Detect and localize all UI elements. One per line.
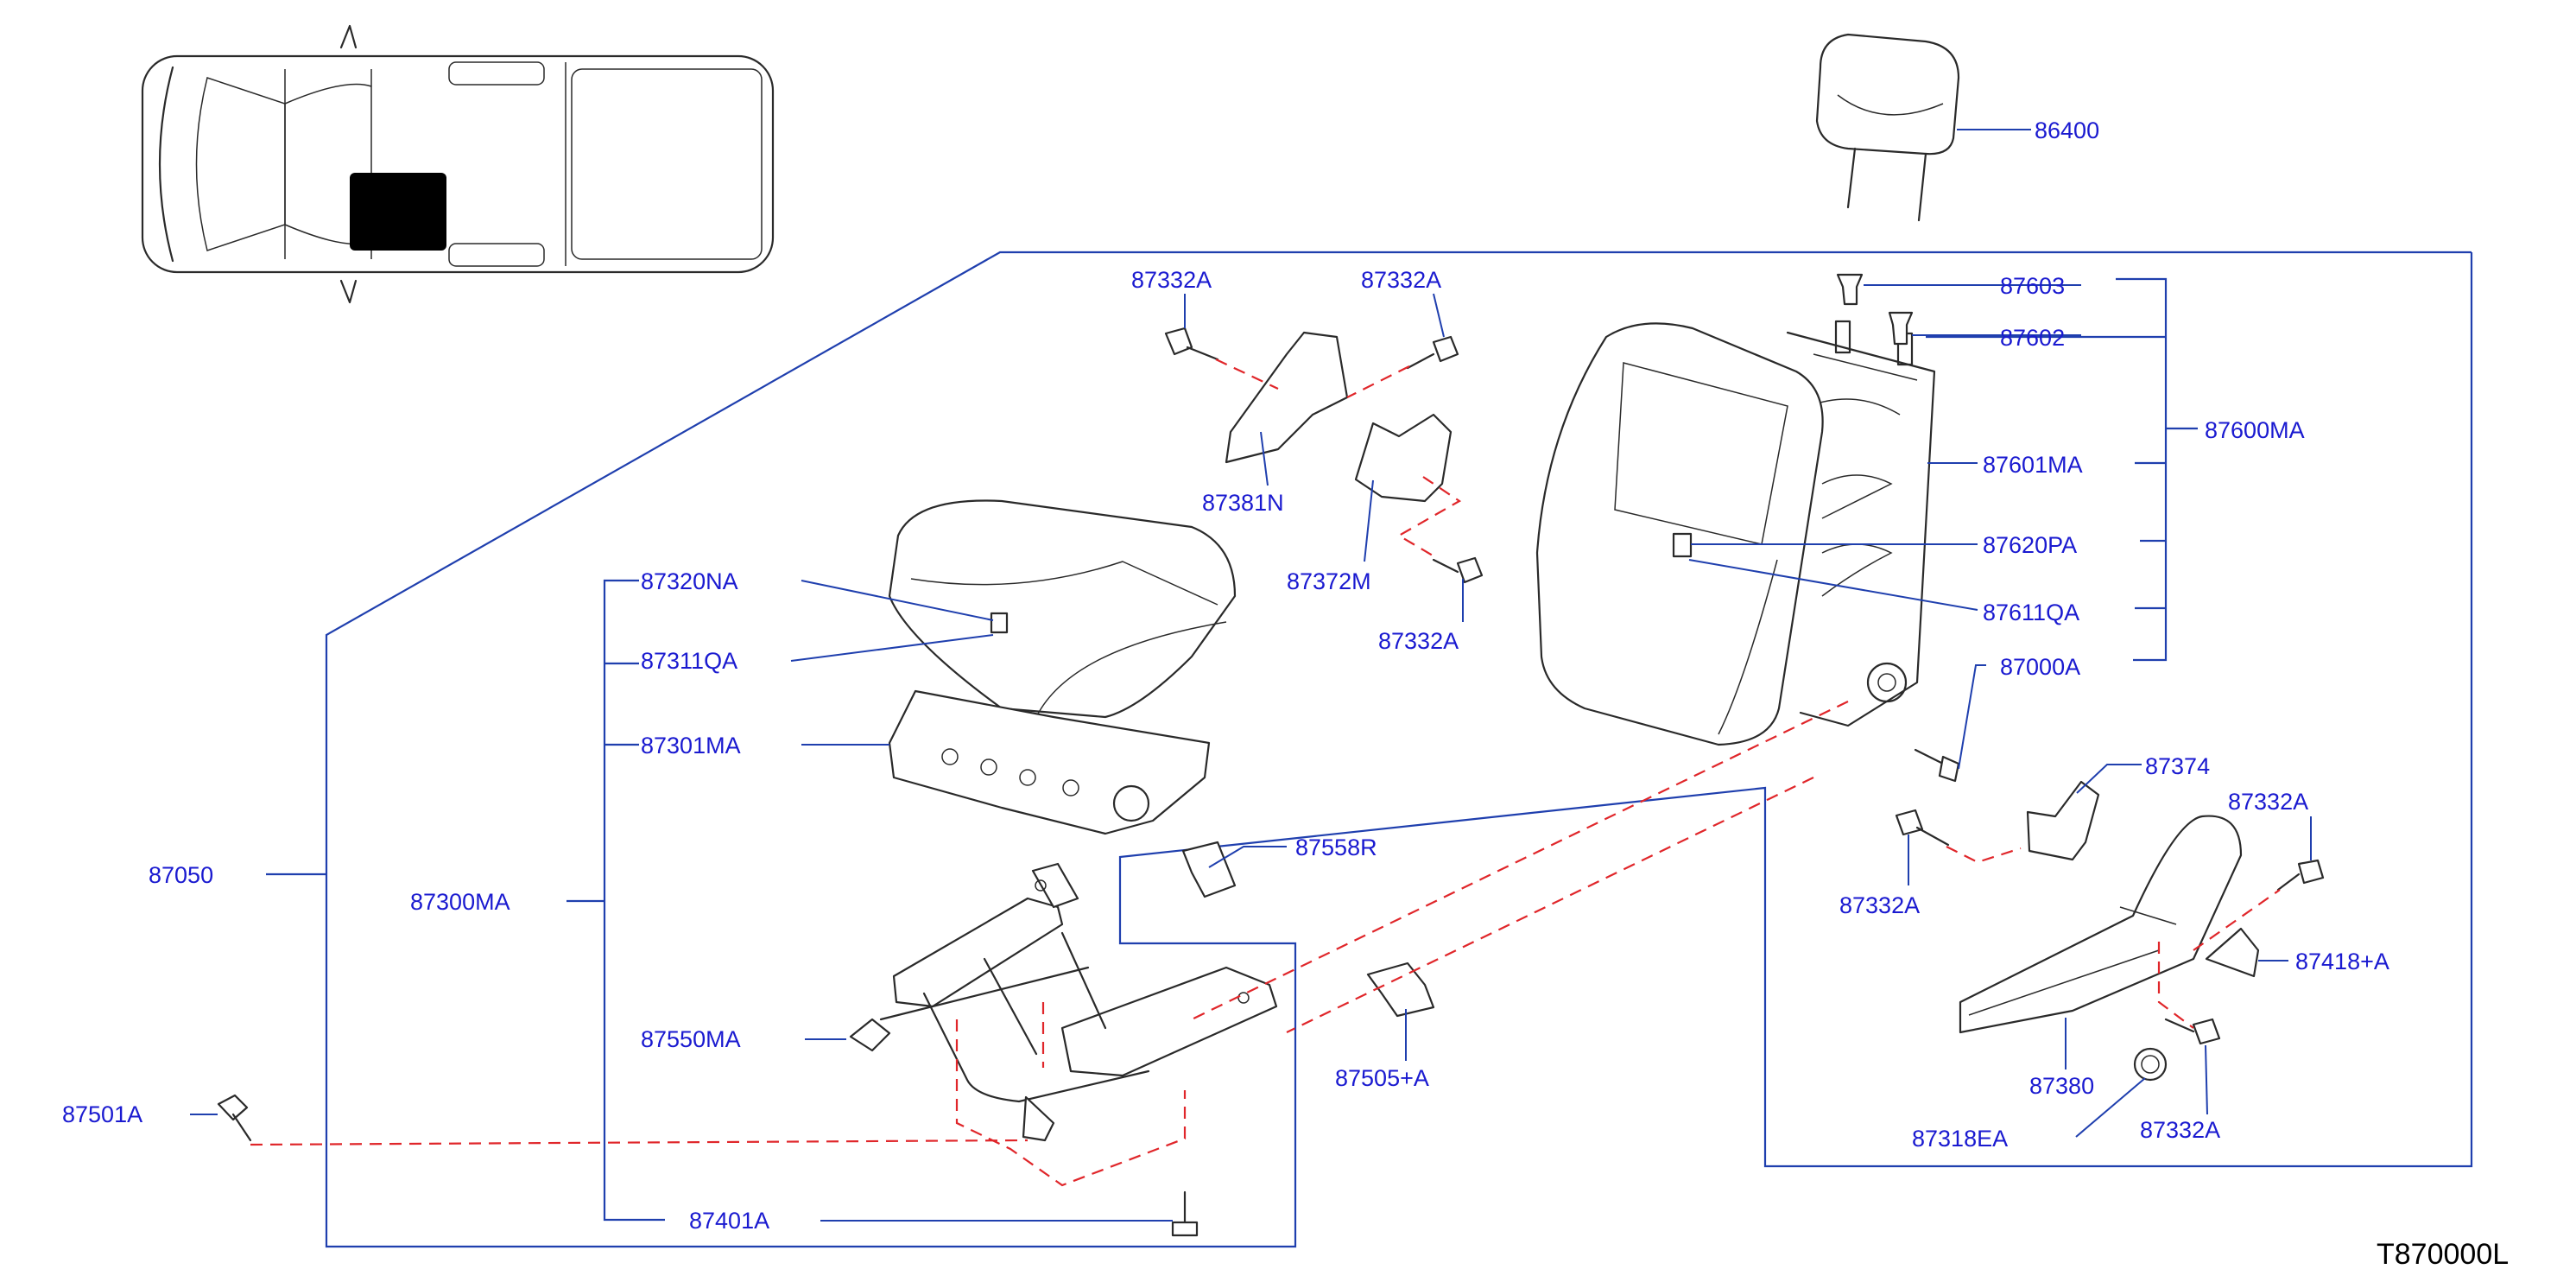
label-87332A-top-right[interactable]: 87332A <box>1361 267 1441 293</box>
cover-87558R[interactable] <box>1181 841 1237 898</box>
clip-87603[interactable] <box>1836 273 1864 306</box>
label-87550MA[interactable]: 87550MA <box>641 1026 741 1052</box>
bracket-frames <box>266 251 2473 1248</box>
seat-cushion-pan-87301MA[interactable] <box>888 689 1211 835</box>
label-87611QA[interactable]: 87611QA <box>1983 600 2079 625</box>
vehicle-locator <box>141 24 775 304</box>
label-87300MA[interactable]: 87300MA <box>410 889 510 915</box>
label-87601MA[interactable]: 87601MA <box>1983 452 2083 478</box>
vehicle-mirror-right <box>339 279 358 304</box>
label-87332A-top-left[interactable]: 87332A <box>1131 267 1212 293</box>
label-87318EA[interactable]: 87318EA <box>1912 1126 2008 1152</box>
label-87332A-middle[interactable]: 87332A <box>1378 628 1459 654</box>
label-87050[interactable]: 87050 <box>149 862 213 888</box>
label-87374[interactable]: 87374 <box>2145 753 2210 779</box>
label-87501A[interactable]: 87501A <box>62 1101 142 1127</box>
label-87558R[interactable]: 87558R <box>1295 835 1377 860</box>
gear-87318EA[interactable] <box>2133 1047 2168 1082</box>
label-87311QA[interactable]: 87311QA <box>641 648 737 674</box>
vehicle-bed <box>571 68 763 260</box>
label-87332A-right-right[interactable]: 87332A <box>2228 789 2308 815</box>
vehicle-mirror-left <box>339 24 358 49</box>
bolt-87332A-right-right[interactable] <box>2276 859 2325 892</box>
bolt-87401A[interactable] <box>1171 1190 1199 1237</box>
bolt-87000A[interactable] <box>1914 748 1960 783</box>
label-87000A[interactable]: 87000A <box>2000 654 2080 680</box>
headrest-86400[interactable] <box>1815 33 1960 222</box>
knob-87418A[interactable] <box>2205 927 2260 978</box>
label-87603[interactable]: 87603 <box>2000 273 2065 299</box>
label-87600MA[interactable]: 87600MA <box>2205 417 2305 443</box>
label-87620PA[interactable]: 87620PA <box>1983 532 2077 558</box>
label-87380[interactable]: 87380 <box>2029 1073 2094 1099</box>
vehicle-hood <box>195 77 286 251</box>
bolt-87332A-bottom[interactable] <box>2164 1018 2221 1045</box>
bolt-87332A-top-right[interactable] <box>1406 335 1459 370</box>
seat-back-cushion-87620PA[interactable] <box>1535 322 1824 746</box>
seat-location-highlight <box>350 173 446 251</box>
cover-87381N[interactable] <box>1225 331 1349 464</box>
assembly-87300MA-bracket <box>603 579 665 1222</box>
label-86400[interactable]: 86400 <box>2035 117 2099 143</box>
bolt-87332A-top-left[interactable] <box>1164 327 1219 361</box>
cover-87505A[interactable] <box>1366 962 1435 1018</box>
vehicle-front <box>158 66 174 263</box>
seat-adjuster-87550MA[interactable] <box>849 862 1278 1142</box>
assembly-87600MA-bracket <box>2116 277 2168 662</box>
label-87332A-bottom[interactable]: 87332A <box>2140 1117 2220 1143</box>
label-87320NA[interactable]: 87320NA <box>641 568 738 594</box>
seat-cushion-87320NA[interactable] <box>888 499 1237 719</box>
cover-87372M[interactable] <box>1354 413 1453 503</box>
label-87602[interactable]: 87602 <box>2000 325 2065 351</box>
vehicle-outline <box>141 54 775 274</box>
label-87332A-right-left[interactable]: 87332A <box>1839 892 1920 918</box>
label-87372M[interactable]: 87372M <box>1287 568 1371 594</box>
trim-87380[interactable] <box>1959 815 2243 1034</box>
seat-back-frame-87601MA[interactable] <box>1786 320 1936 727</box>
label-87381N[interactable]: 87381N <box>1202 490 1284 516</box>
label-87418A[interactable]: 87418+A <box>2295 949 2389 974</box>
part-labels: 86400 87603 87602 87600MA 87601MA 87620P… <box>62 117 2389 1234</box>
diagram-code: T870000L <box>2377 1238 2509 1271</box>
cover-87374[interactable] <box>2026 780 2100 861</box>
bolt-87332A-middle[interactable] <box>1432 556 1484 584</box>
bolt-87501A[interactable] <box>217 1094 252 1142</box>
assembly-87050-bracket <box>325 251 2473 1248</box>
reference-lines <box>250 359 2281 1187</box>
label-87301MA[interactable]: 87301MA <box>641 733 741 758</box>
label-87505A[interactable]: 87505+A <box>1335 1065 1429 1091</box>
bolt-87332A-right-left[interactable] <box>1895 809 1950 847</box>
label-87401A[interactable]: 87401A <box>689 1208 769 1234</box>
clip-87602[interactable] <box>1888 311 1914 346</box>
